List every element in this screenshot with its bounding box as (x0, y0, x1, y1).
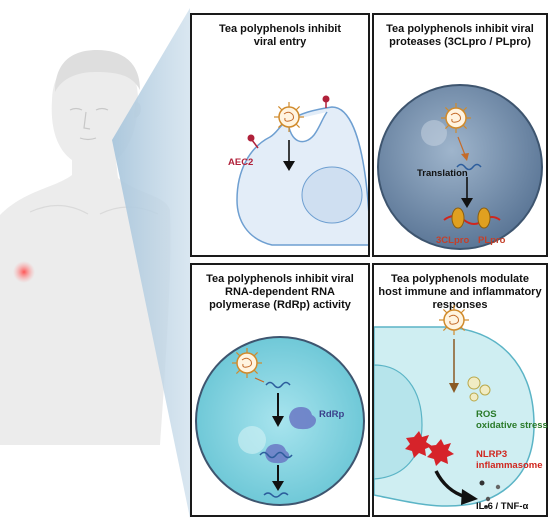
3clpro-label: 3CLpro (436, 235, 470, 246)
panel-title-entry: Tea polyphenols inhibit viral entry (218, 23, 342, 48)
ros-vesicle-2 (479, 384, 491, 396)
viral-rna-strand (456, 163, 482, 171)
virus-particle-immune (439, 305, 469, 335)
secretion-arrow-head (461, 489, 478, 505)
cytokine-dot-2 (485, 496, 491, 502)
panel-rdrp: Tea polyphenols inhibit viral RNA-depend… (190, 263, 370, 517)
viral-rna-strand-3 (263, 492, 289, 498)
virus-particle-rdrp (232, 348, 262, 378)
host-cell (374, 326, 535, 507)
nlrp3-label: NLRP3 (476, 449, 508, 460)
entry-illustration (236, 95, 368, 246)
panel-immune-response: Tea polyphenols modulate host immune and… (372, 263, 548, 517)
proteases-illustration (377, 84, 543, 250)
panel-title-proteases: Tea polyphenols inhibit viral proteases … (386, 23, 534, 48)
cell-nucleus (301, 166, 363, 224)
infection-arrow-head (449, 383, 459, 393)
zoom-beam (112, 8, 190, 518)
ros-vesicle-3 (469, 392, 479, 402)
nlrp3-complex-2 (427, 439, 454, 466)
virus-particle-proteases (441, 103, 471, 133)
viral-rna-strand-2 (259, 451, 293, 459)
cytokine-dot-3 (484, 505, 488, 509)
cytokine-dot-1 (479, 480, 485, 486)
cell-highlight (238, 426, 266, 454)
panel-title-rdrp: Tea polyphenols inhibit viral RNA-depend… (206, 273, 354, 311)
protease-3clpro-blob (451, 207, 465, 229)
plpro-label: PLpro (478, 235, 506, 246)
panel-viral-proteases: Tea polyphenols inhibit viral proteases … (372, 13, 548, 257)
virus-particle-entry (274, 102, 304, 132)
host-cell-sphere (377, 84, 543, 250)
translation-arrow-head (461, 198, 473, 208)
human-hair (55, 50, 140, 92)
human-face-lines (69, 107, 109, 141)
cytokines-label: IL-6 / TNF-α (476, 501, 529, 512)
replication-arrow-2-head (272, 481, 284, 491)
replication-arrow-1-head (272, 416, 284, 427)
cell-highlight (421, 120, 447, 146)
ace2-label: AEC2 (228, 157, 254, 168)
inflammasome-label: inflammasome (476, 460, 543, 471)
protease-plpro-blob (477, 207, 491, 229)
release-arrow (457, 136, 466, 156)
translation-label: Translation (417, 168, 468, 179)
lung-highlight (13, 261, 35, 283)
immune-illustration (374, 305, 535, 509)
human-figure (0, 50, 171, 445)
cytokine-dot-4 (495, 484, 501, 490)
release-arrow-head (461, 153, 469, 161)
ros-vesicle-1 (467, 376, 481, 390)
oxidative-stress-label: oxidative stress (476, 420, 548, 431)
entry-arrow-head (283, 161, 295, 171)
nlrp3-complex-1 (405, 431, 432, 458)
panel-title-immune: Tea polyphenols modulate host immune and… (378, 273, 542, 311)
viral-rna-strand-1 (265, 381, 291, 389)
ace2-receptor-right (322, 95, 330, 108)
rdrp-illustration (195, 336, 365, 506)
human-body (0, 55, 171, 445)
ace2-receptor-left (247, 134, 259, 149)
panel-viral-entry: Tea polyphenols inhibit viral entry AEC2 (190, 13, 370, 257)
ros-label: ROS (476, 409, 497, 420)
rdrp-label: RdRp (319, 409, 345, 420)
release-arrow (254, 377, 265, 383)
rdrp-enzyme-free (289, 407, 316, 430)
cell-nucleus (374, 364, 423, 480)
